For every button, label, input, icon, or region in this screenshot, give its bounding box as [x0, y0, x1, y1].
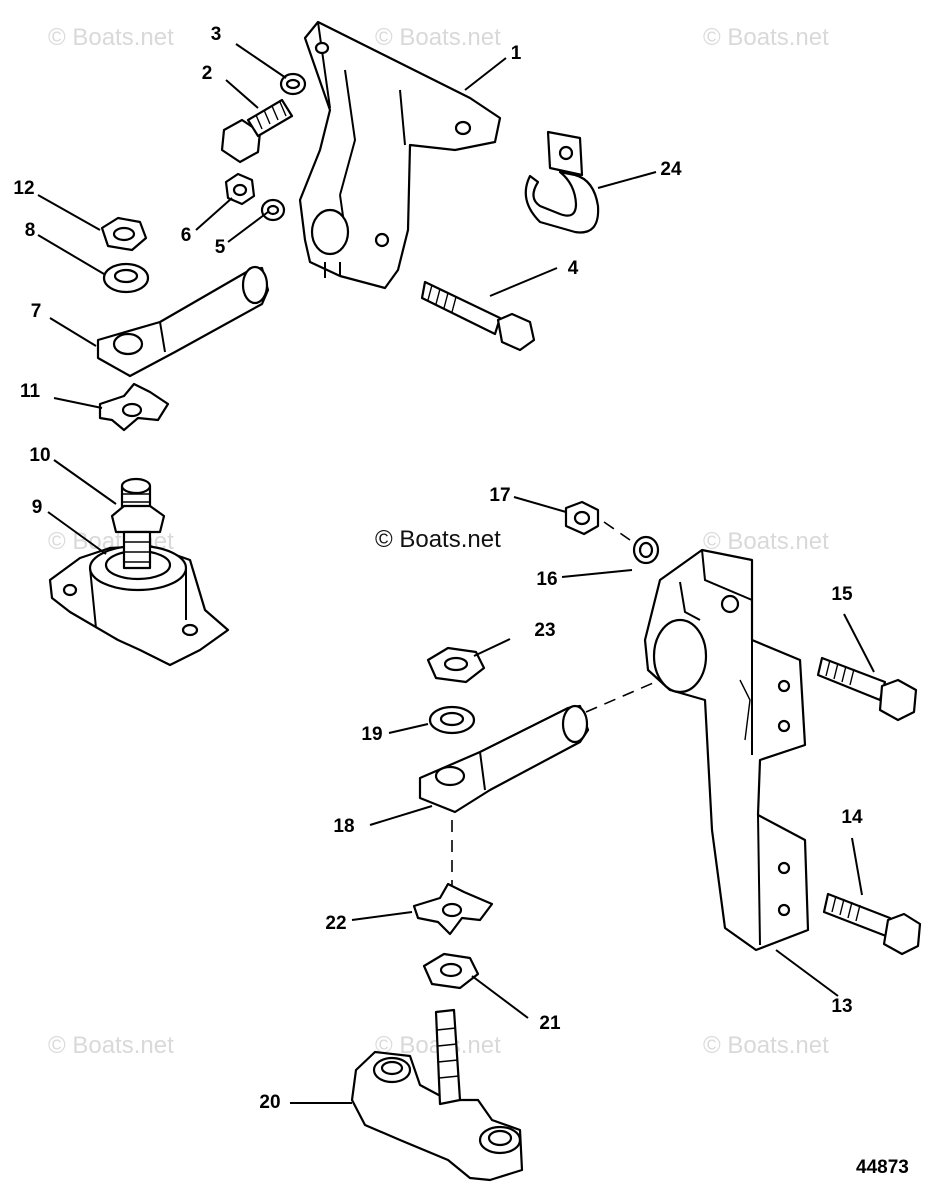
- rod-end-7: [96, 265, 270, 378]
- callout-23: 23: [534, 620, 556, 641]
- callout-24: 24: [660, 159, 682, 180]
- callout-4: 4: [567, 258, 579, 279]
- lock-washer-19: [428, 705, 476, 735]
- nut-21: [422, 952, 480, 990]
- callout-7: 7: [30, 301, 42, 322]
- bolt-4: [420, 280, 536, 352]
- callout-6: 6: [180, 225, 192, 246]
- watermark: © Boats.net: [48, 1032, 174, 1059]
- callout-2: 2: [201, 63, 213, 84]
- callout-9: 9: [31, 497, 43, 518]
- nut-6: [224, 172, 256, 206]
- nut-12: [100, 216, 148, 252]
- callout-8: 8: [24, 220, 36, 241]
- nut-17: [564, 500, 600, 536]
- lock-washer-5: [260, 198, 286, 222]
- callout-13: 13: [831, 996, 853, 1017]
- lock-washer-16: [632, 535, 660, 565]
- callout-15: 15: [831, 584, 853, 605]
- callout-17: 17: [489, 485, 511, 506]
- watermark: © Boats.net: [703, 24, 829, 51]
- lock-washer-8: [102, 262, 150, 294]
- nut-23: [426, 646, 486, 684]
- callout-18: 18: [333, 816, 355, 837]
- callout-5: 5: [214, 237, 226, 258]
- watermark: © Boats.net: [703, 528, 829, 555]
- callout-12: 12: [13, 178, 35, 199]
- bolt-15: [816, 656, 918, 722]
- bolt-14: [822, 892, 922, 956]
- callout-22: 22: [325, 913, 347, 934]
- callout-19: 19: [361, 724, 383, 745]
- watermark: © Boats.net: [48, 24, 174, 51]
- bolt-2: [220, 98, 294, 164]
- callout-10: 10: [29, 445, 51, 466]
- upper-bracket: [298, 20, 502, 290]
- callout-16: 16: [536, 569, 558, 590]
- stud-10: [110, 477, 166, 570]
- callout-21: 21: [539, 1013, 561, 1034]
- clamp-24: [524, 130, 600, 234]
- lock-washer-3: [279, 72, 307, 96]
- alignment-line: [603, 521, 631, 541]
- watermark: © Boats.net: [375, 24, 501, 51]
- leader-lines: [37, 43, 875, 1104]
- watermark: © Boats.net: [703, 1032, 829, 1059]
- diagram-number: 44873: [856, 1157, 909, 1178]
- rod-end-18: [418, 704, 590, 814]
- center-watermark: © Boats.net: [375, 526, 501, 553]
- callout-1: 1: [510, 43, 522, 64]
- lever-arm-13: [643, 548, 810, 952]
- tab-washer-11: [98, 382, 170, 432]
- callout-11: 11: [19, 381, 41, 402]
- alignment-line: [585, 679, 661, 713]
- base-bracket-20: [350, 1008, 524, 1182]
- tab-washer-22: [412, 882, 494, 936]
- callout-3: 3: [210, 24, 222, 45]
- callout-20: 20: [259, 1092, 281, 1113]
- callout-14: 14: [841, 807, 863, 828]
